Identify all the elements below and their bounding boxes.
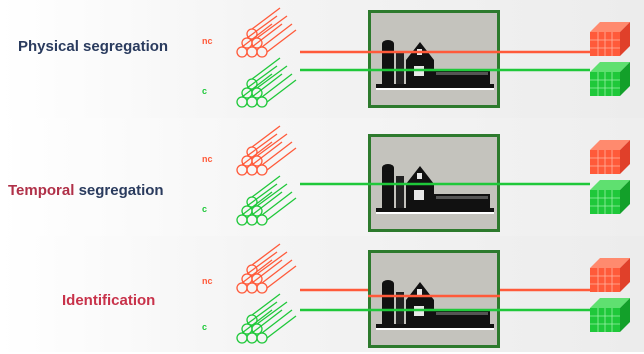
log-pile-icon-red — [236, 125, 297, 176]
row-temporal-segregation: Temporal segregation nc c — [0, 118, 644, 236]
label-non-certified: nc — [202, 276, 213, 286]
log-pile-icon-green — [236, 293, 297, 344]
log-pile-icon-red — [236, 7, 297, 58]
label-non-certified: nc — [202, 36, 213, 46]
product-block-icon-green — [589, 297, 631, 333]
title-word-highlight: Temporal — [8, 182, 75, 199]
row-title: Identification — [62, 292, 155, 309]
product-block-icon-red — [589, 257, 631, 293]
label-non-certified: nc — [202, 154, 213, 164]
section-background-identification — [0, 236, 644, 352]
label-certified: c — [202, 322, 208, 332]
row-title: Physical segregation — [18, 38, 168, 55]
row-physical-segregation: Physical segregation nc c — [0, 0, 644, 118]
label-certified: c — [202, 86, 208, 96]
label-certified: c — [202, 204, 208, 214]
row-identification: Identification nc c — [0, 236, 644, 354]
section-background-physical — [0, 0, 644, 118]
product-block-icon-green — [589, 61, 631, 97]
product-block-icon-red — [589, 139, 631, 175]
title-word: Identification — [62, 292, 156, 309]
title-word: segregation — [74, 182, 164, 199]
log-pile-icon-green — [236, 175, 297, 226]
section-background-temporal — [0, 118, 644, 236]
title-word: Physical segregation — [18, 38, 169, 55]
product-block-icon-red — [589, 21, 631, 57]
product-block-icon-green — [589, 179, 631, 215]
row-title: Temporal segregation — [8, 182, 164, 199]
log-pile-icon-green — [236, 57, 297, 108]
log-pile-icon-red — [236, 243, 297, 294]
